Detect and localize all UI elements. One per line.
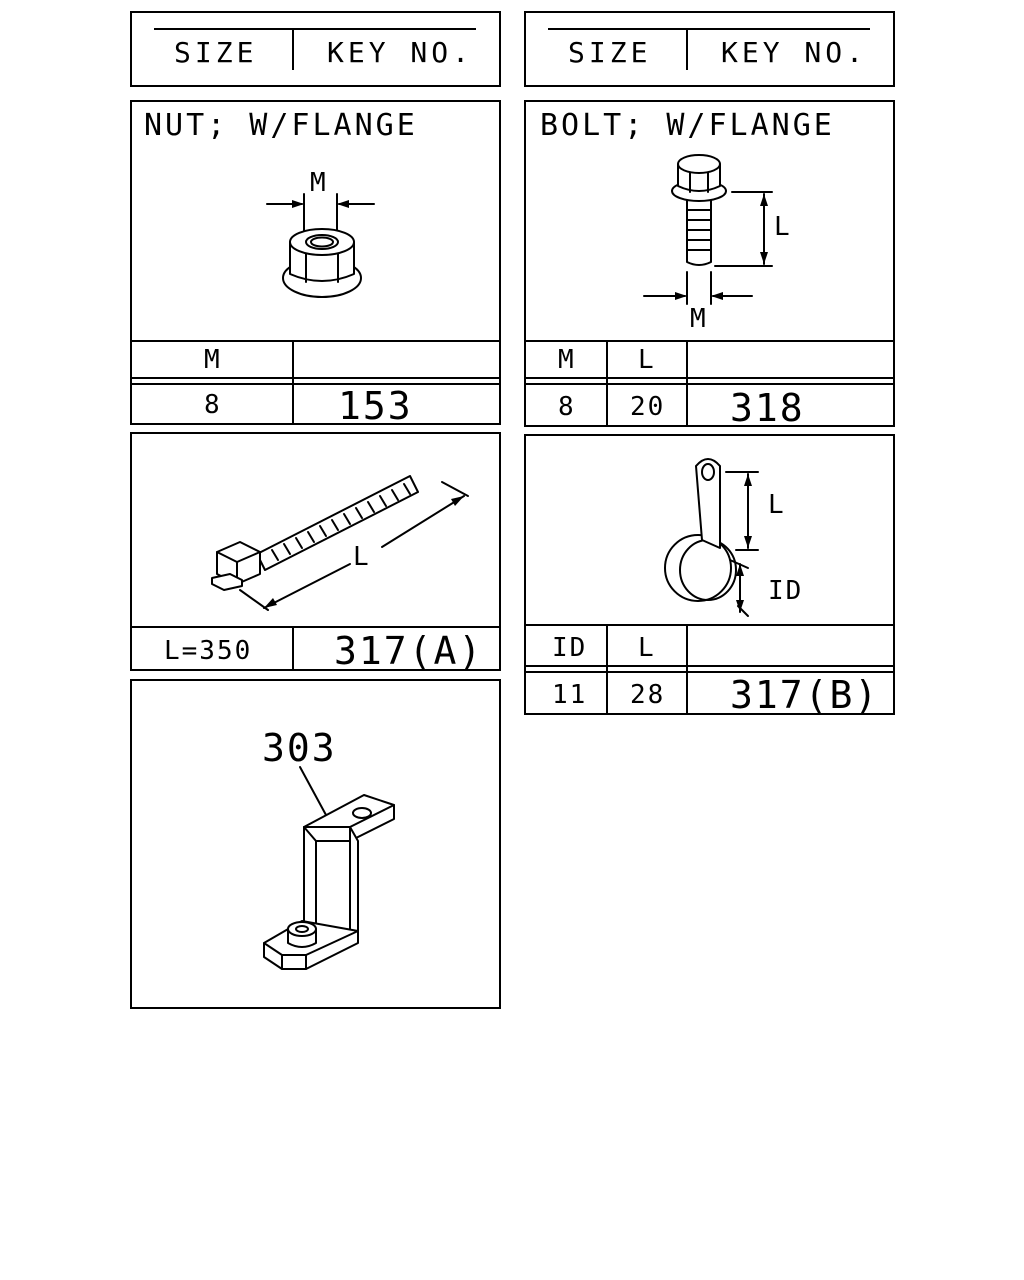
clamp-col-id: ID [552,633,588,663]
clamp-id-value: 11 [552,680,588,710]
bracket-panel: 303 [130,679,501,1009]
nut-key-number: 153 [338,384,413,428]
nut-panel: NUT; W/FLANGE M M 8 153 [130,100,501,425]
clamp-key-number: 317(B) [730,673,880,717]
tie-key-number: 317(A) [334,629,484,673]
bolt-dim-m-label: M [690,304,708,334]
right-header-box: SIZE KEY NO. [524,11,895,87]
bolt-m-value: 8 [558,392,576,422]
clamp-dim-id-label: ID [768,576,804,606]
bracket-illustration [263,766,395,970]
clamp-panel: L ID ID L 11 28 317(B) [524,434,895,715]
clamp-l-value: 28 [630,680,666,710]
clamp-col-l: L [638,633,656,663]
left-header-box: SIZE KEY NO. [130,11,501,87]
bolt-col-m: M [558,345,576,375]
tie-size-value: L=350 [164,636,253,666]
bolt-panel: BOLT; W/FLANGE L M M L 8 20 [524,100,895,427]
bolt-title: BOLT; W/FLANGE [540,108,835,143]
bolt-key-number: 318 [730,386,805,430]
bolt-l-value: 20 [630,392,666,422]
clamp-dim-l-label: L [768,490,786,520]
cable-tie-panel: L L=350 317(A) [130,432,501,671]
nut-m-value: 8 [204,390,222,420]
bolt-dim-l-label: L [774,212,792,242]
nut-title: NUT; W/FLANGE [144,108,418,143]
key-no-header: KEY NO. [327,36,474,69]
bolt-col-l: L [638,345,656,375]
size-header: SIZE [174,36,258,69]
nut-col-m: M [204,345,222,375]
key-no-header: KEY NO. [721,36,868,69]
tie-dim-l-label: L [353,542,371,572]
pipe-clamp-illustration [664,458,759,617]
bracket-callout-number: 303 [262,726,337,770]
size-header: SIZE [568,36,652,69]
cable-tie-illustration [211,475,469,611]
nut-dim-m-label: M [310,168,328,198]
flange-bolt-illustration [643,154,773,305]
flange-nut-illustration [266,193,375,298]
